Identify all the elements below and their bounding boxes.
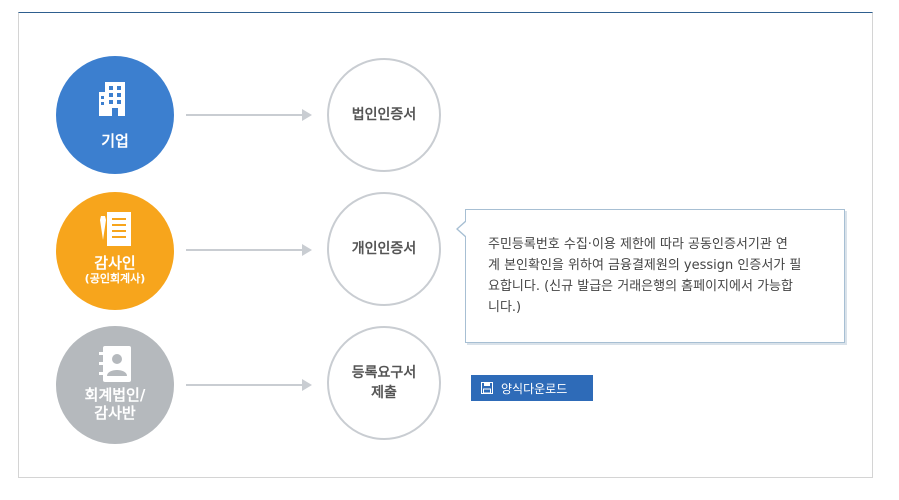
cert-label-line2: 제출 (371, 385, 397, 401)
role-auditor: 감사인 (공인회계사) (56, 192, 174, 310)
arrow-connector (186, 379, 312, 391)
role-sublabel: (공인회계사) (84, 272, 146, 285)
role-label-line2: 감사반 (94, 404, 136, 422)
role-label: 감사인 (94, 254, 136, 272)
download-form-label: 양식다운로드 (501, 381, 568, 396)
tooltip-text-line: 계 본인확인을 위하여 금융결제원의 yessign 인증서가 필 (488, 258, 802, 273)
tooltip-text-line: 주민등록번호 수집·이용 제한에 따라 공동인증서기관 연 (488, 237, 788, 252)
tooltip-text-line: 요합니다. (신규 발급은 거래은행의 홈페이지에서 가능합 (488, 279, 793, 294)
cert-corporate: 법인인증서 (327, 58, 441, 172)
cert-label: 개인인증서 (351, 241, 417, 257)
role-label: 기업 (101, 132, 129, 150)
arrow-connector (186, 244, 312, 256)
contact-book-icon (99, 346, 131, 382)
cert-registration: 등록요구서 제출 (327, 326, 441, 440)
role-corporation: 기업 (56, 56, 174, 174)
role-label: 회계법인/ (84, 386, 146, 404)
info-tooltip: 주민등록번호 수집·이용 제한에 따라 공동인증서기관 연 계 본인확인을 위하… (456, 209, 845, 343)
tooltip-tail (456, 220, 467, 238)
save-icon (481, 382, 493, 394)
download-form-button[interactable]: 양식다운로드 (471, 375, 593, 401)
role-accounting-firm: 회계법인/ 감사반 (56, 326, 174, 444)
cert-personal: 개인인증서 (327, 192, 441, 306)
document-tie-icon (100, 212, 131, 246)
cert-label: 법인인증서 (351, 107, 417, 123)
tooltip-text-line: 니다.) (488, 300, 522, 315)
cert-label: 등록요구서 (351, 365, 417, 381)
arrow-connector (186, 109, 312, 121)
building-icon (99, 82, 125, 116)
